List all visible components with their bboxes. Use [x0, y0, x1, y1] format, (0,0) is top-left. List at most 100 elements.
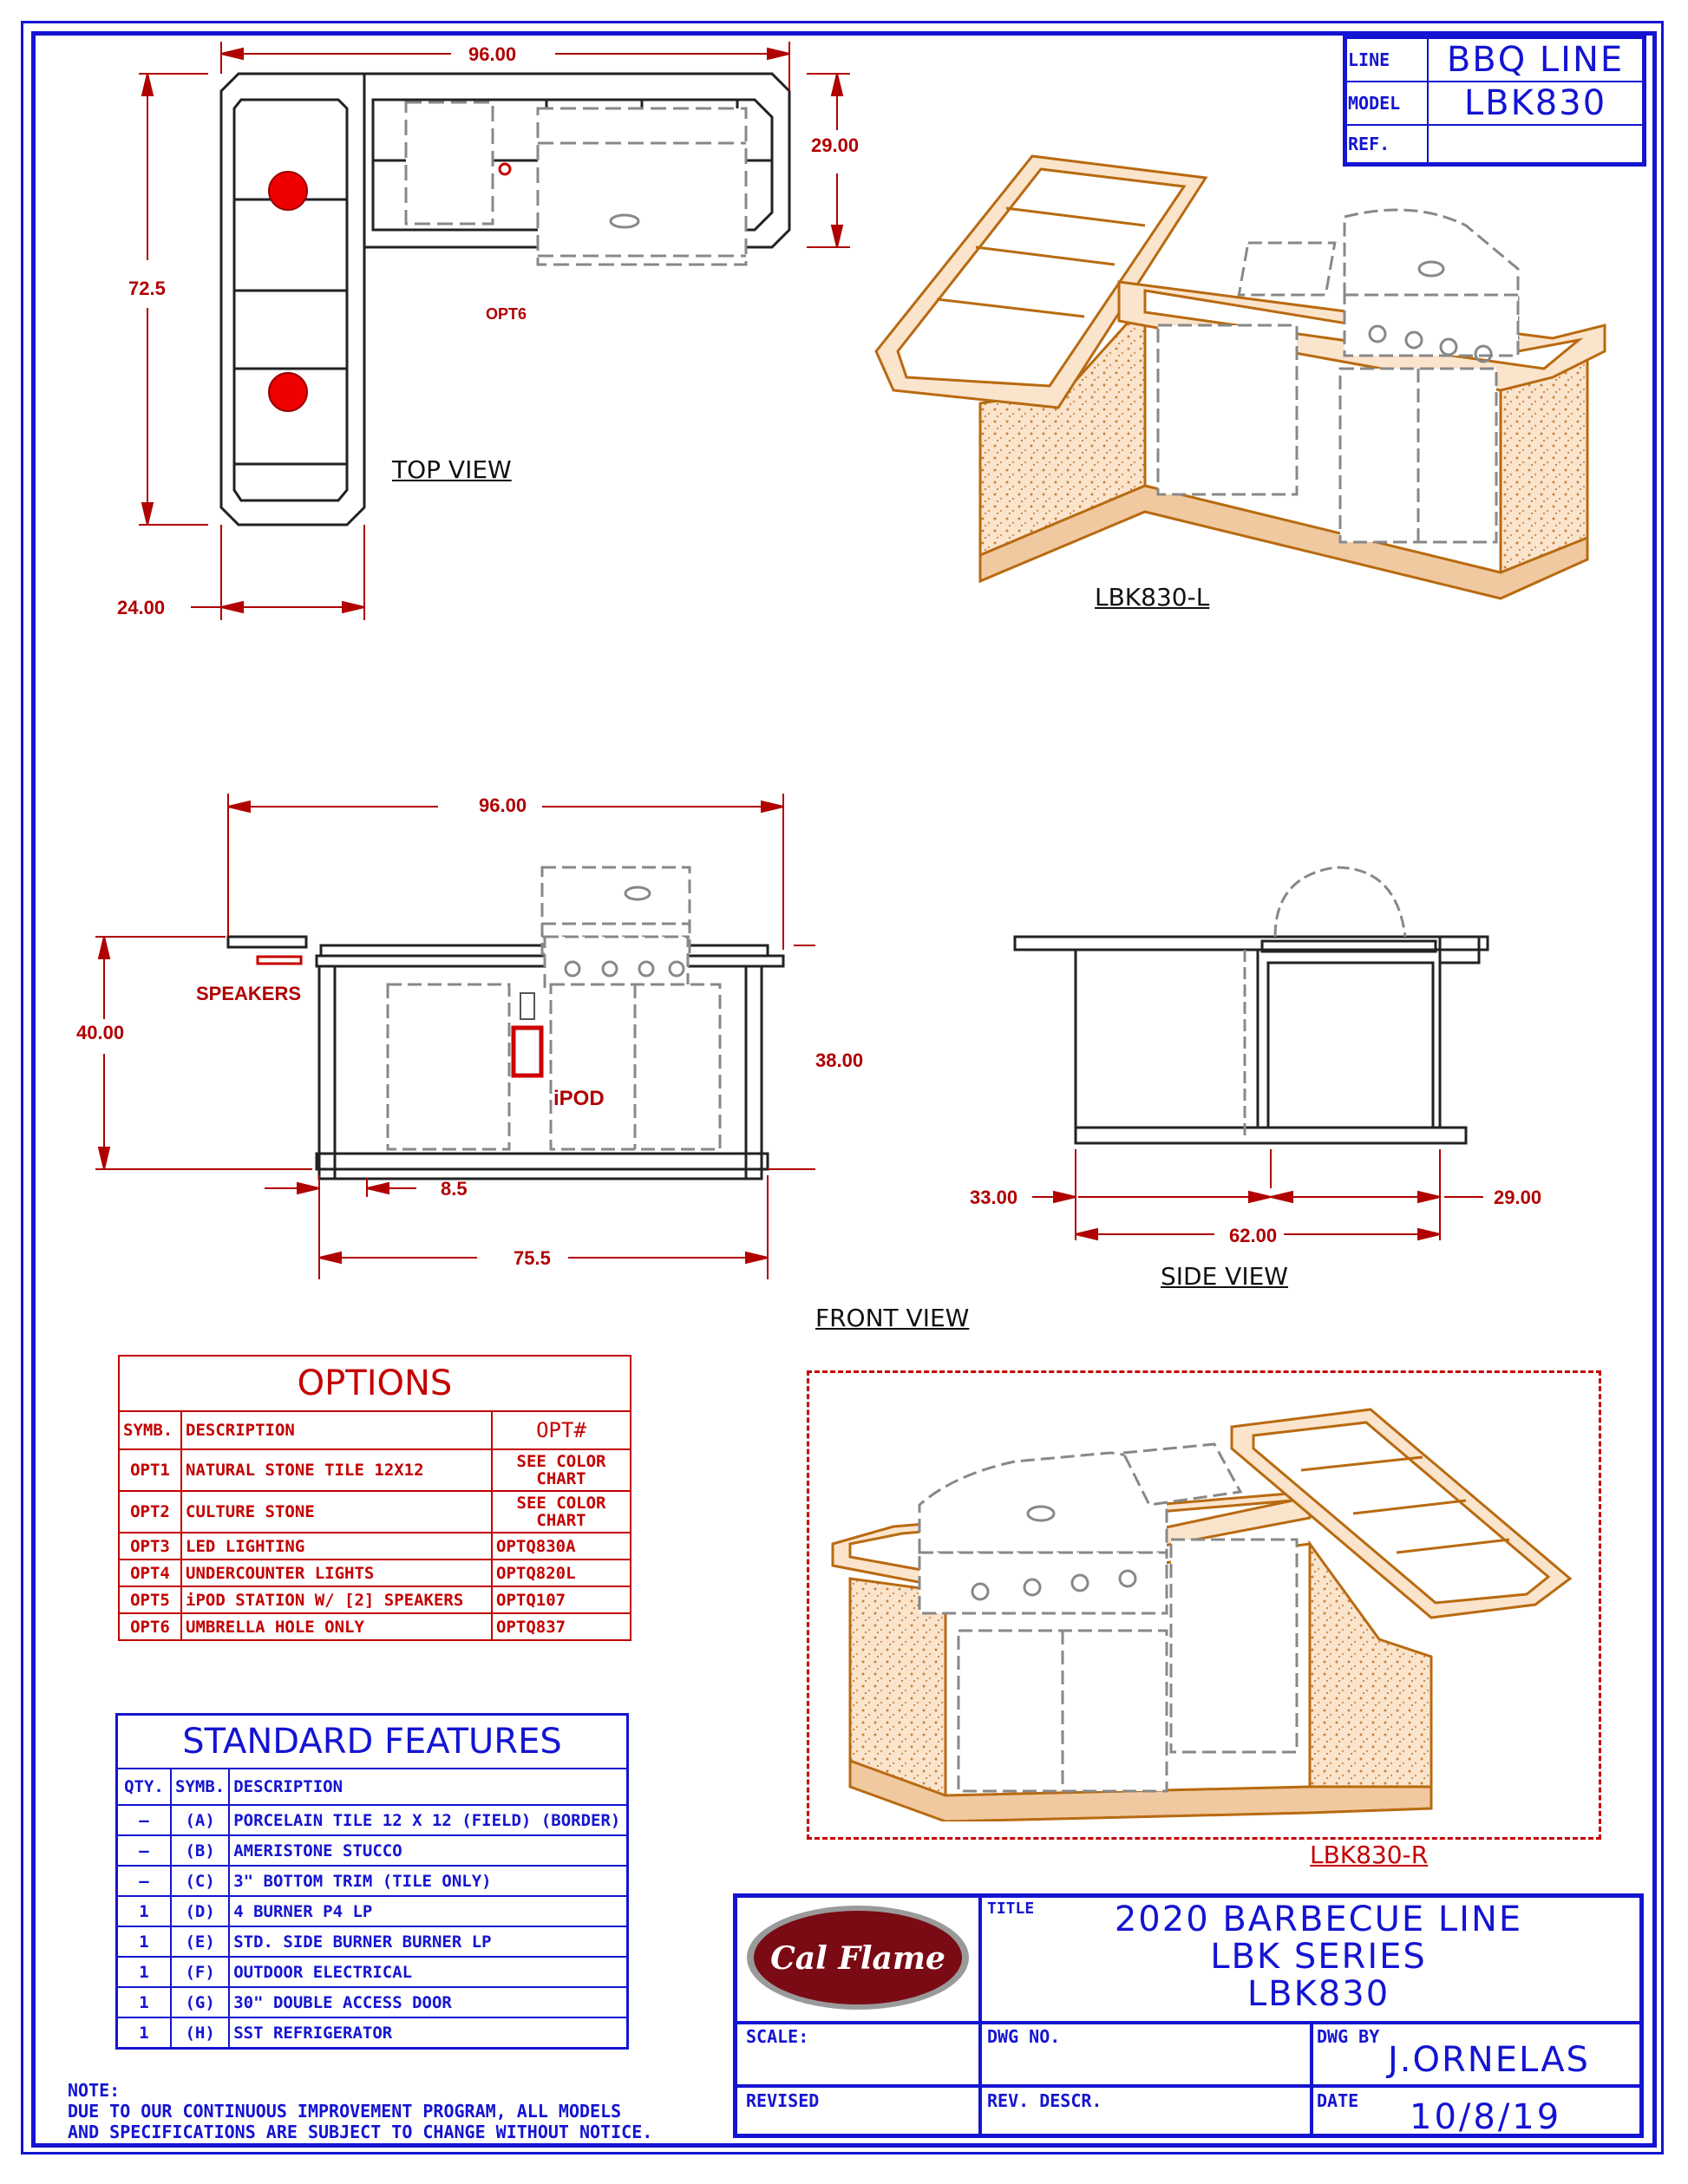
option-symb: OPT2 [118, 1490, 182, 1533]
table-row: –(B)AMERISTONE STUCCO [115, 1834, 629, 1867]
std-desc: SST REFRIGERATOR [228, 2017, 629, 2050]
std-symb: (F) [169, 1956, 231, 1988]
std-symb: (E) [169, 1926, 231, 1958]
standard-features-table: STANDARD FEATURES QTY. SYMB. DESCRIPTION… [115, 1713, 629, 2050]
front-view-title: FRONT VIEW [815, 1304, 970, 1332]
iso-left-caption: LBK830-L [1095, 583, 1210, 611]
table-row: 1(H)SST REFRIGERATOR [115, 2017, 629, 2050]
std-symb: (C) [169, 1865, 231, 1897]
options-title: OPTIONS [118, 1355, 631, 1412]
note-line2: AND SPECIFICATIONS ARE SUBJECT TO CHANGE… [68, 2122, 653, 2142]
title-line2: LBK SERIES [1210, 1937, 1427, 1977]
dwg-by-label: DWG BY [1317, 2026, 1380, 2047]
iso-left-drawing [874, 154, 1606, 600]
std-qty: 1 [115, 1895, 172, 1927]
option-desc: LED LIGHTING [180, 1532, 493, 1560]
option-code: SEE COLOR CHART [491, 1490, 631, 1533]
table-row: 1(D)4 BURNER P4 LP [115, 1895, 629, 1927]
std-symb: (G) [169, 1986, 231, 2018]
top-opt-label: OPT6 [486, 305, 527, 323]
model-label: MODEL [1344, 81, 1429, 126]
top-dim-depth: 29.00 [811, 134, 860, 156]
std-header-symb: SYMB. [169, 1768, 231, 1806]
table-row: –(C)3" BOTTOM TRIM (TILE ONLY) [115, 1865, 629, 1897]
std-desc: PORCELAIN TILE 12 X 12 (FIELD) (BORDER) [228, 1804, 629, 1836]
std-desc: AMERISTONE STUCCO [228, 1834, 629, 1867]
dwg-by-value: J.ORNELAS [1388, 2040, 1590, 2080]
std-header-desc: DESCRIPTION [228, 1768, 629, 1806]
std-desc: OUTDOOR ELECTRICAL [228, 1956, 629, 1988]
iso-right-drawing [831, 1408, 1573, 1821]
option-symb: OPT3 [118, 1532, 182, 1560]
std-qty: – [115, 1865, 172, 1897]
page-inner-border [31, 31, 1657, 2148]
side-dim-right: 29.00 [1494, 1187, 1542, 1208]
option-symb: OPT5 [118, 1586, 182, 1614]
title-line3: LBK830 [1246, 1974, 1390, 2014]
tb-divider [737, 2021, 1639, 2024]
standard-features-title: STANDARD FEATURES [115, 1713, 629, 1769]
top-view-drawing [139, 42, 850, 620]
line-value: BBQ LINE [1427, 36, 1645, 82]
tb-divider [737, 2084, 1639, 2088]
front-dim-offset: 8.5 [441, 1178, 468, 1200]
options-header-opt: OPT# [491, 1410, 631, 1450]
std-symb: (D) [169, 1895, 231, 1927]
options-header-symb: SYMB. [118, 1410, 182, 1450]
option-code: OPTQ820L [491, 1559, 631, 1587]
option-symb: OPT1 [118, 1448, 182, 1492]
ref-value [1427, 124, 1645, 166]
logo-text: Cal Flame [770, 1940, 945, 1977]
option-code: OPTQ830A [491, 1532, 631, 1560]
option-desc: UNDERCOUNTER LIGHTS [180, 1559, 493, 1587]
title-line1: 2020 BARBECUE LINE [1114, 1900, 1523, 1939]
std-qty: – [115, 1804, 172, 1836]
note-label: NOTE: [68, 2080, 121, 2101]
scale-label: SCALE: [746, 2026, 809, 2047]
title-block [733, 1893, 1644, 2138]
option-symb: OPT6 [118, 1612, 182, 1641]
cal-flame-logo: Cal Flame [747, 1906, 969, 2010]
table-row: 1(E)STD. SIDE BURNER BURNER LP [115, 1926, 629, 1958]
top-dim-width: 96.00 [468, 43, 517, 65]
std-qty: 1 [115, 1986, 172, 2018]
side-dim-left: 33.00 [970, 1187, 1018, 1208]
std-desc: 3" BOTTOM TRIM (TILE ONLY) [228, 1865, 629, 1897]
option-code: OPTQ837 [491, 1612, 631, 1641]
top-dim-length: 72.5 [128, 278, 166, 299]
std-qty: 1 [115, 1956, 172, 1988]
line-label: LINE [1344, 36, 1429, 82]
std-desc: STD. SIDE BURNER BURNER LP [228, 1926, 629, 1958]
rev-descr-label: REV. DESCR. [987, 2090, 1102, 2111]
tb-divider [1310, 2021, 1313, 2135]
option-desc: UMBRELLA HOLE ONLY [180, 1612, 493, 1641]
std-qty: – [115, 1834, 172, 1867]
dwg-no-label: DWG NO. [987, 2026, 1061, 2047]
model-value: LBK830 [1427, 81, 1645, 126]
std-symb: (A) [169, 1804, 231, 1836]
side-view-drawing [1013, 866, 1489, 1241]
ipod-label: iPOD [553, 1087, 605, 1110]
side-view-title: SIDE VIEW [1161, 1262, 1288, 1291]
tb-divider [978, 1898, 982, 2135]
option-desc: CULTURE STONE [180, 1490, 493, 1533]
front-dim-base: 75.5 [514, 1247, 551, 1269]
option-code: SEE COLOR CHART [491, 1448, 631, 1492]
option-code: OPTQ107 [491, 1586, 631, 1614]
option-desc: NATURAL STONE TILE 12X12 [180, 1448, 493, 1492]
date-label: DATE [1317, 2090, 1359, 2111]
note-line1: DUE TO OUR CONTINUOUS IMPROVEMENT PROGRA… [68, 2101, 622, 2122]
revised-label: REVISED [746, 2090, 820, 2111]
iso-right-caption: LBK830-R [1310, 1841, 1429, 1869]
table-row: –(A)PORCELAIN TILE 12 X 12 (FIELD) (BORD… [115, 1804, 629, 1836]
iso-right-frame [807, 1370, 1601, 1840]
std-desc: 4 BURNER P4 LP [228, 1895, 629, 1927]
ref-label: REF. [1344, 124, 1429, 166]
front-dim-height: 40.00 [76, 1022, 125, 1043]
